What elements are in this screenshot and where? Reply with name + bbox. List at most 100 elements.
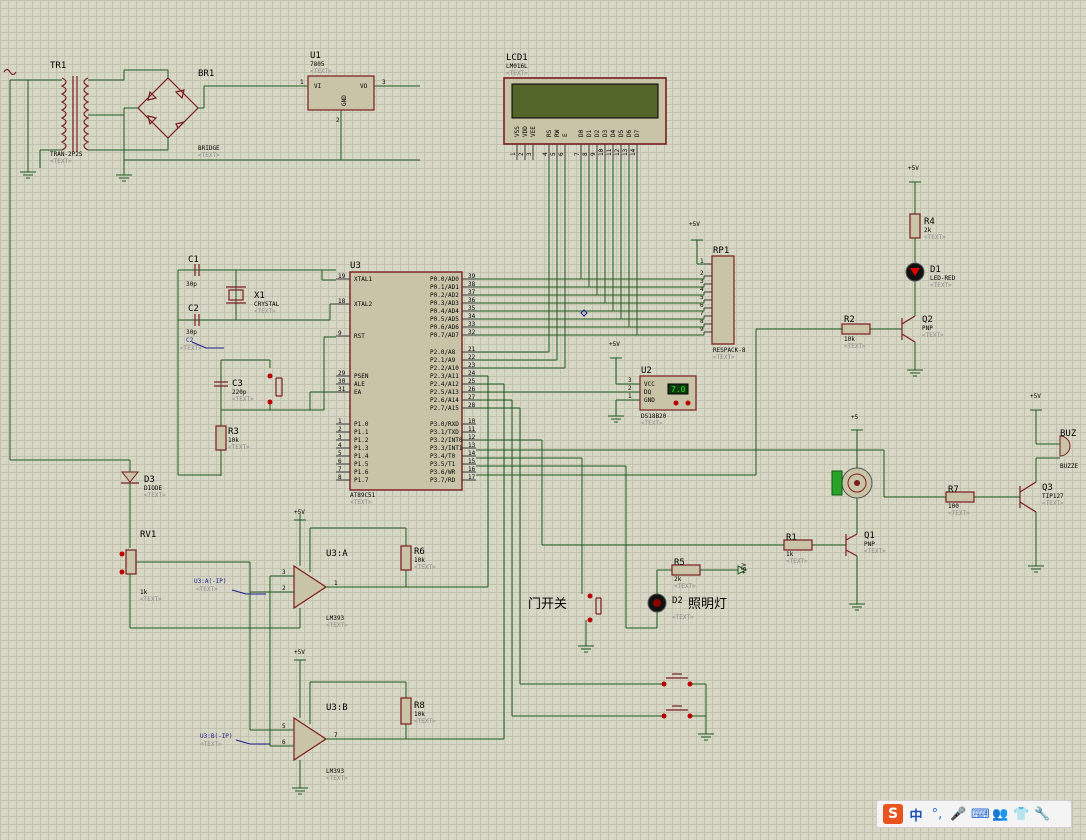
mcu-u3[interactable]: U3 AT89C51 <TEXT> [349, 261, 463, 506]
crystal-x1[interactable]: X1 CRYSTAL <TEXT> [226, 286, 280, 315]
bus-junction-marker [580, 309, 588, 317]
lamp-d2[interactable]: D2 <TEXT> 照明灯 [476, 465, 727, 629]
u3b-pin6: 6 [282, 739, 286, 746]
resistor-r7[interactable]: R7 100 <TEXT> [476, 449, 1020, 517]
mcu-pin-label: P1.3 [354, 445, 369, 452]
ground-symbol [907, 369, 923, 377]
mcu-pin-label: P3.0/RXD [430, 421, 459, 428]
lcd-pin-label: D3 [602, 129, 609, 137]
q3-text: <TEXT> [1042, 500, 1064, 507]
buzzer[interactable]: +5V BUZ BUZZE [1030, 393, 1078, 470]
mcu-pin-label: P0.5/AD5 [430, 316, 459, 323]
x1-part: CRYSTAL [254, 301, 280, 308]
transformer-tr1[interactable]: TR1 TRAN-2P2S <TEXT> [27, 61, 125, 175]
mcu-pin-label: P3.2/INT0 [430, 437, 463, 444]
u1-part: 7805 [310, 61, 325, 68]
x1-ref: X1 [254, 291, 265, 301]
u3b-sig-text: <TEXT> [200, 741, 222, 748]
transistor-q3[interactable]: Q3 TIP127 <TEXT> [1019, 458, 1064, 566]
capacitor-c1[interactable]: C1 30p [186, 255, 200, 288]
lcd-lcd1[interactable]: LCD1 LM016L <TEXT> [503, 53, 667, 145]
buzzer-part: BUZZE [1060, 463, 1078, 470]
ground-symbol [578, 645, 594, 653]
bridge-rectifier-br1[interactable]: BR1 BRIDGE <TEXT> [100, 69, 420, 161]
regulator-u1[interactable]: VI VO GND 1 3 2 U1 7805 <TEXT> [300, 51, 420, 160]
r6-value: 10k [414, 557, 425, 564]
keyboard-icon[interactable]: ⌨ [971, 806, 990, 822]
d1-ref: D1 [930, 265, 941, 275]
resistor-r5[interactable]: +5V R5 2k <TEXT> [671, 558, 748, 590]
microphone-icon[interactable]: 🎤 [950, 806, 967, 822]
led-d1[interactable]: D1 LED-RED <TEXT> [905, 262, 956, 316]
resistor-r4[interactable]: +5V R4 2k <TEXT> [908, 165, 946, 262]
chinese-mode-button[interactable]: 中 [909, 808, 923, 824]
diode-d3[interactable]: D3 DIODE <TEXT> [120, 460, 166, 548]
sogou-logo-icon[interactable]: S [883, 804, 903, 824]
mcu-pin-number: 5 [338, 450, 342, 457]
tr1-ref: TR1 [50, 61, 66, 71]
mcu-pin-number: 32 [468, 329, 476, 336]
r2-ref: R2 [844, 315, 855, 325]
capacitor-c2[interactable]: C2 30p [186, 304, 200, 336]
u2-vcc: VCC [644, 381, 655, 388]
mcu-pin-label: P2.3/A11 [430, 373, 459, 380]
mcu-pin-number: 27 [468, 394, 476, 401]
resistor-r2[interactable]: R2 10k <TEXT> [476, 315, 871, 476]
buzzer-vcc: +5V [1030, 393, 1041, 400]
lcd-pin-label: VEE [530, 126, 537, 137]
potentiometer-rv1[interactable]: RV1 1k <TEXT> [119, 530, 301, 629]
mcu-pin-label: P3.3/INT1 [430, 445, 463, 452]
mcu-pin-label: P0.7/AD7 [430, 332, 459, 339]
mcu-pin-number: 33 [468, 321, 476, 328]
resistor-r1[interactable]: R1 1k <TEXT> [476, 439, 813, 565]
ground-symbol [849, 603, 865, 611]
transistor-q2[interactable]: Q2 PNP <TEXT> [870, 315, 944, 370]
mcu-pin-number: 39 [468, 273, 476, 280]
comparator-u3b[interactable]: 5 6 7 U3:B LM393 <TEXT> U3:B(-IP) <TEXT> [200, 383, 505, 788]
lcd-pin-number: 10 [598, 148, 605, 156]
comparator-u3a[interactable]: 3 2 1 U3:A LM393 <TEXT> U3:A(-IP) <TEXT> [194, 375, 489, 629]
punctuation-button[interactable]: °, [931, 806, 943, 822]
u3-text: <TEXT> [350, 499, 372, 506]
vcc-label: +5V [294, 509, 305, 516]
mcu-pin-label: RST [354, 333, 365, 340]
r1-text: <TEXT> [786, 558, 808, 565]
push-button-1[interactable] [476, 407, 706, 687]
push-button-2[interactable] [476, 399, 707, 734]
resistor-pack-rp1[interactable]: +5V RP1 RESPACK-8 <TEXT> [689, 221, 746, 361]
motor[interactable]: +5 [831, 414, 873, 534]
wrench-icon[interactable]: 🔧 [1034, 806, 1051, 822]
skin-shirt-icon[interactable]: 👕 [1013, 806, 1030, 822]
u3a-pin3: 3 [282, 569, 286, 576]
rp1-pin-number: 4 [700, 286, 704, 293]
u3-ref: U3 [350, 261, 361, 271]
reset-switch[interactable] [267, 373, 283, 405]
resistor-r3[interactable]: R3 10k <TEXT> [215, 425, 250, 451]
capacitor-c3[interactable]: C3 220p <TEXT> [214, 379, 254, 403]
d3-part: DIODE [144, 485, 162, 492]
mcu-pin-number: 13 [468, 442, 476, 449]
ime-toolbar[interactable]: S 中 °, 🎤 ⌨ 👥 👕 🔧 [876, 800, 1072, 828]
lcd-pin-label: D7 [634, 129, 641, 137]
mcu-pin-label: P0.1/AD1 [430, 284, 459, 291]
transistor-q1[interactable]: Q1 PNP <TEXT> [812, 531, 886, 604]
user-icon[interactable]: 👥 [992, 806, 1009, 822]
lcd-pin-number: 2 [518, 152, 525, 156]
vcc-label: +5V [294, 649, 305, 656]
mcu-pin-label: P0.6/AD6 [430, 324, 459, 331]
mcu-pin-number: 2 [338, 426, 342, 433]
temp-sensor-u2[interactable]: 7.0 VCC DQ GND 3 2 1 U2 DS18B20 <TEXT> +… [476, 341, 697, 427]
mcu-pin-label: P3.5/T1 [430, 461, 456, 468]
ground-symbol [116, 174, 132, 182]
resistor-r6[interactable]: R6 10k <TEXT> [400, 545, 436, 571]
door-switch[interactable]: 门开关 [476, 457, 602, 646]
u2-vcc-label: +5V [609, 341, 620, 348]
ac-source-symbol[interactable] [3, 68, 130, 461]
mcu-wiring [177, 269, 336, 476]
resistor-r8[interactable]: R8 10k <TEXT> [400, 697, 436, 725]
mcu-pin-number: 26 [468, 386, 476, 393]
x1-text: <TEXT> [254, 308, 276, 315]
mcu-pin-number: 23 [468, 362, 476, 369]
mcu-pin-number: 24 [468, 370, 476, 377]
